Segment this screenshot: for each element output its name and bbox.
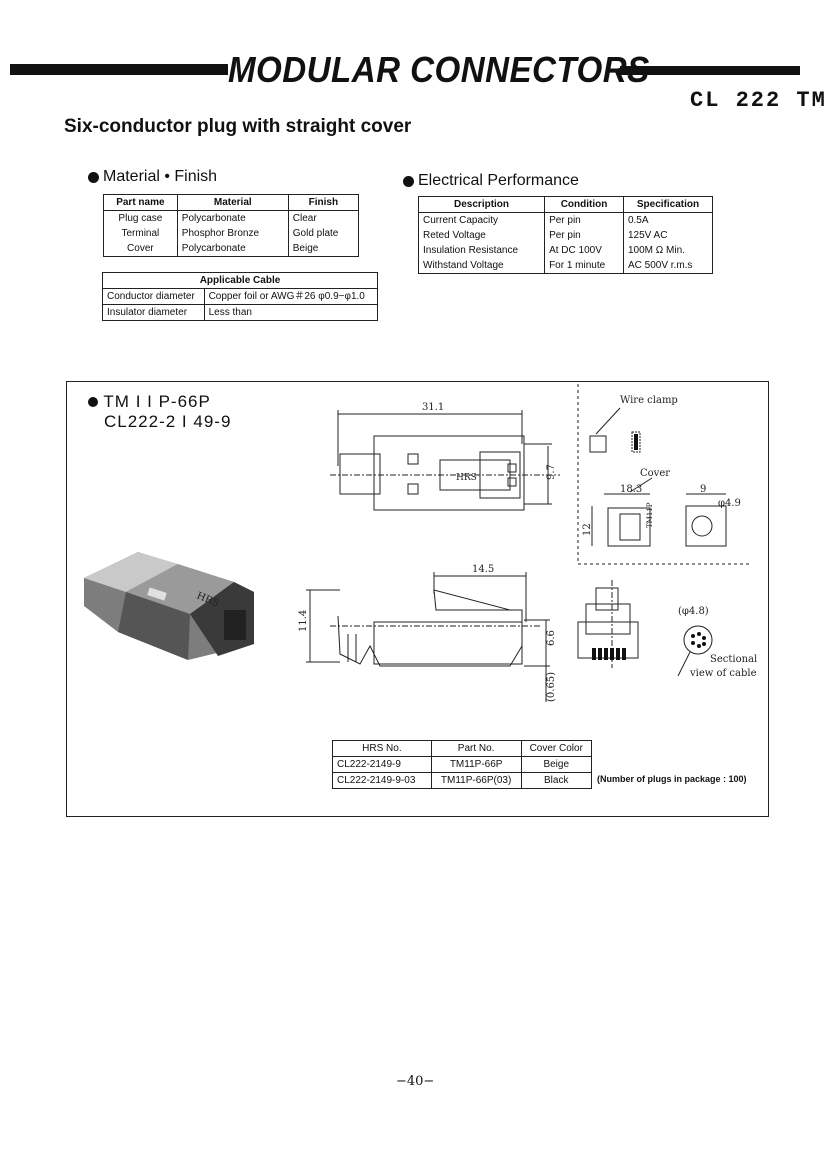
product-drawing-frame [66, 381, 769, 817]
table-cell: Clear [287, 210, 360, 226]
electrical-heading: Electrical Performance [403, 172, 579, 190]
table-row: Plug case Polycarbonate Clear [103, 210, 360, 226]
table-cell: TM11P-66P [430, 756, 522, 773]
label-cover: Cover [640, 468, 670, 479]
table-cell: 100M Ω Min. [622, 243, 714, 258]
table-cell: Current Capacity [417, 212, 546, 228]
electrical-col-spec: Specification [622, 196, 714, 213]
bullet-icon [88, 397, 98, 407]
package-note: (Number of plugs in package : 100) [597, 774, 747, 784]
material-col-part: Part name [103, 194, 178, 211]
material-col-finish: Finish [287, 194, 360, 211]
dim-9-7: 9.7 [546, 464, 557, 480]
table-row: Insulation Resistance At DC 100V 100M Ω … [417, 243, 714, 258]
material-table: Part name Material Finish Plug case Poly… [103, 194, 360, 257]
material-heading: Material • Finish [88, 168, 217, 186]
material-col-material: Material [176, 194, 289, 211]
plug-photo: HRS [84, 552, 254, 660]
dim-12: 12 [582, 523, 593, 536]
electrical-col-condition: Condition [544, 196, 624, 213]
table-row: Cover Polycarbonate Beige [103, 241, 360, 257]
order-col-color: Cover Color [520, 740, 592, 757]
table-cell: Gold plate [287, 226, 360, 241]
dim-18-3: 18.3 [620, 484, 642, 495]
table-cell: AC 500V r.m.s [622, 258, 714, 274]
table-cell: Less than [203, 304, 379, 321]
table-cell: Withstand Voltage [417, 258, 546, 274]
table-cell: 125V AC [622, 228, 714, 243]
cover-mark-tm11p: TM11P [646, 502, 654, 528]
table-cell: For 1 minute [544, 258, 624, 274]
table-cell: CL222-2149-9 [332, 756, 432, 773]
table-cell: CL222-2149-9-03 [332, 772, 432, 789]
order-col-hrs: HRS No. [332, 740, 432, 757]
product-code: CL 222 TM [690, 88, 827, 113]
table-cell: Black [520, 772, 592, 789]
dim-6-6: 6.6 [546, 630, 557, 646]
product-model-text: TM I I P-66P [103, 392, 211, 411]
material-heading-text: Material • Finish [103, 168, 218, 185]
table-cell: Beige [287, 241, 360, 257]
drawing-hrs-mark: HRS [456, 473, 477, 483]
order-col-part: Part No. [430, 740, 522, 757]
bullet-icon [88, 171, 99, 183]
header-rule-left [10, 64, 228, 75]
electrical-heading-text: Electrical Performance [418, 172, 579, 189]
table-cell: Polycarbonate [176, 241, 289, 257]
electrical-col-description: Description [417, 196, 546, 213]
dim-phi-4-9: φ4.9 [718, 498, 741, 509]
table-cell: 0.5A [622, 212, 714, 228]
table-cell: Polycarbonate [176, 210, 289, 226]
page-number: −40− [396, 1074, 435, 1089]
table-row: Reted Voltage Per pin 125V AC [417, 228, 714, 243]
order-table: HRS No. Part No. Cover Color CL222-2149-… [332, 740, 592, 789]
table-cell: Insulator diameter [102, 304, 205, 321]
table-cell: Terminal [103, 226, 178, 241]
technical-drawing: 31.1 9.7 14.5 11.4 6.6 (0.65) Wire clamp… [298, 384, 757, 702]
table-row: Conductor diameter Copper foil or AWG＃26… [102, 288, 379, 305]
label-sectional: Sectional [710, 654, 757, 665]
table-row: Withstand Voltage For 1 minute AC 500V r… [417, 258, 714, 274]
table-cell: Conductor diameter [102, 288, 205, 305]
table-cell: Reted Voltage [417, 228, 546, 243]
dim-phi-4-8: (φ4.8) [678, 606, 709, 617]
table-row: Terminal Phosphor Bronze Gold plate [103, 226, 360, 241]
table-cell: Copper foil or AWG＃26 φ0.9−φ1.0 [203, 288, 379, 305]
dim-31-1: 31.1 [422, 402, 444, 413]
table-cell: Per pin [544, 228, 624, 243]
electrical-table: Description Condition Specification Curr… [417, 196, 714, 274]
table-cell: At DC 100V [544, 243, 624, 258]
header-rule-right [620, 66, 800, 75]
bullet-icon [403, 175, 414, 187]
dim-14-5: 14.5 [472, 564, 494, 575]
table-row: Current Capacity Per pin 0.5A [417, 212, 714, 228]
dim-9: 9 [700, 484, 706, 495]
page-subtitle: Six-conductor plug with straight cover [64, 116, 412, 137]
label-view-of-cable: view of cable [689, 668, 757, 679]
table-cell: Phosphor Bronze [176, 226, 289, 241]
dim-11-4: 11.4 [298, 610, 309, 632]
product-part-number: CL222-2 I 49-9 [104, 412, 232, 431]
table-cell: Per pin [544, 212, 624, 228]
cable-heading: Applicable Cable [102, 272, 378, 289]
page-title: MODULAR CONNECTORS [228, 49, 650, 90]
label-wire-clamp: Wire clamp [620, 395, 678, 406]
table-cell: Plug case [103, 210, 178, 226]
table-cell: Cover [103, 241, 178, 257]
cable-table: Applicable Cable Conductor diameter Copp… [102, 272, 379, 321]
product-model: TM I I P-66P [88, 392, 211, 412]
dim-0-65: (0.65) [546, 672, 557, 702]
table-row: Insulator diameter Less than [102, 304, 379, 321]
table-row: CL222-2149-9 TM11P-66P Beige [332, 756, 592, 773]
table-cell: Beige [520, 756, 592, 773]
table-cell: Insulation Resistance [417, 243, 546, 258]
table-row: CL222-2149-9-03 TM11P-66P(03) Black [332, 772, 592, 789]
table-cell: TM11P-66P(03) [430, 772, 522, 789]
